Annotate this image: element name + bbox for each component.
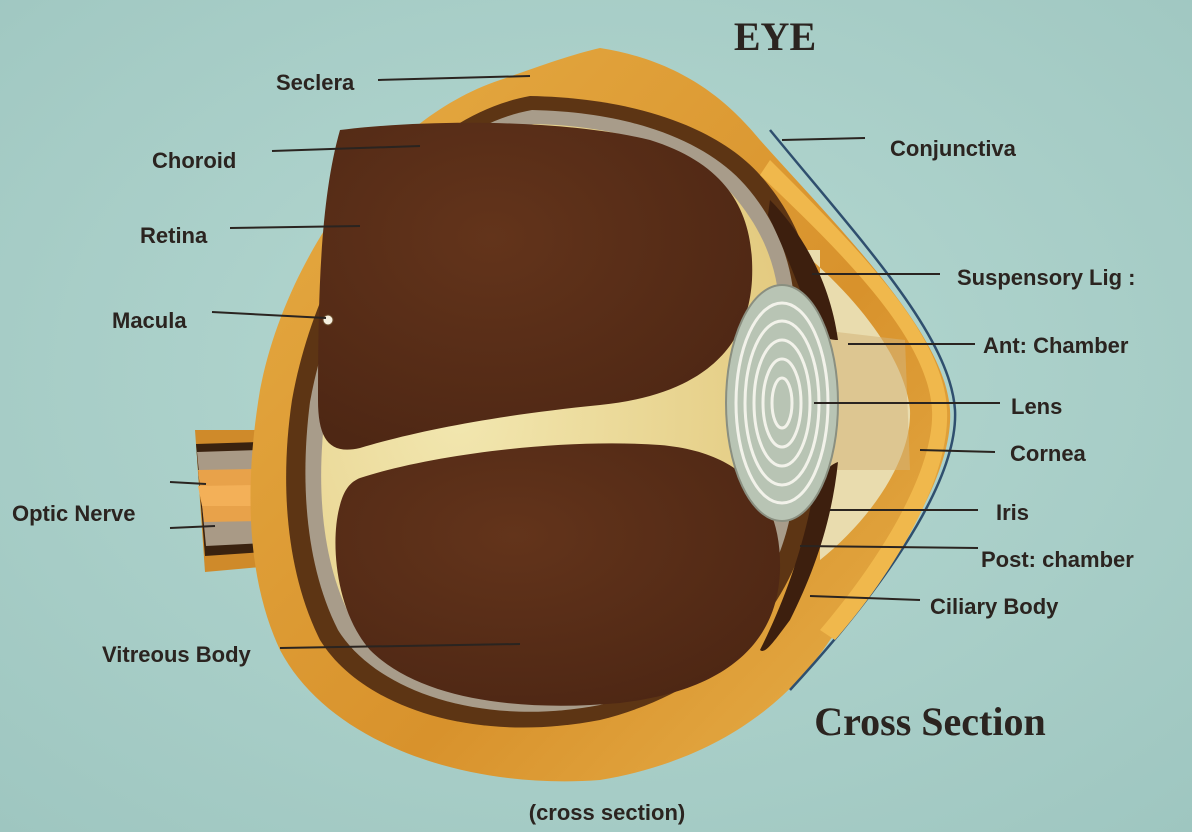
label-optic-nerve: Optic Nerve	[12, 501, 136, 526]
diagram-caption: (cross section)	[529, 800, 686, 825]
macula-spot	[323, 315, 333, 325]
label-choroid: Choroid	[152, 148, 236, 173]
label-retina: Retina	[140, 223, 208, 248]
diagram-subtitle: Cross Section	[814, 699, 1045, 744]
vitreous-body-lower	[335, 443, 780, 705]
diagram-title: EYE	[734, 14, 816, 59]
label-ciliary-body: Ciliary Body	[930, 594, 1059, 619]
label-cornea: Cornea	[1010, 441, 1087, 466]
label-conjunctiva: Conjunctiva	[890, 136, 1017, 161]
label-macula: Macula	[112, 308, 187, 333]
label-lens: Lens	[1011, 394, 1062, 419]
label-vitreous-body: Vitreous Body	[102, 642, 252, 667]
label-iris: Iris	[996, 500, 1029, 525]
label-sclera: Seclera	[276, 70, 355, 95]
label-post-chamber: Post: chamber	[981, 547, 1134, 572]
label-suspensory-lig: Suspensory Lig :	[957, 265, 1135, 290]
label-ant-chamber: Ant: Chamber	[983, 333, 1129, 358]
